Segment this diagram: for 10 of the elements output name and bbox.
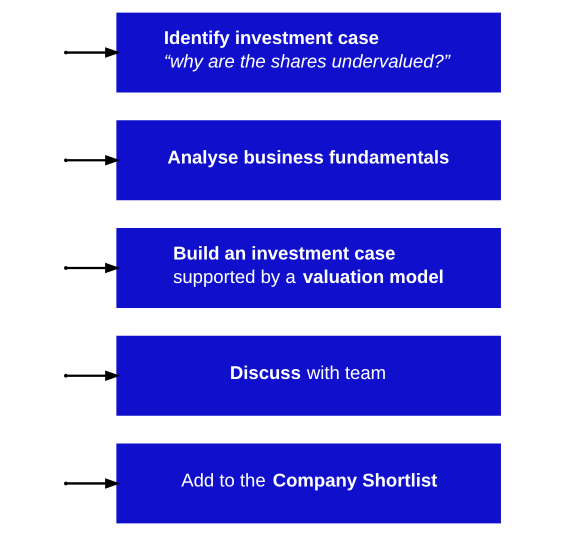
arrow (66, 262, 120, 274)
arrow (66, 370, 120, 381)
arrow (66, 155, 120, 166)
node-box: Build an investment case supported by a valuation model (116, 228, 500, 308)
arrow (66, 47, 120, 58)
node-box: Add to the Company Shortlist (116, 444, 500, 524)
arrow (66, 478, 120, 489)
node-box: Identify investment case “why are the shares undervalued?” (116, 12, 500, 92)
node-box: Discuss with team (116, 336, 500, 416)
node-box: Analyse business fundamentals (116, 120, 500, 200)
